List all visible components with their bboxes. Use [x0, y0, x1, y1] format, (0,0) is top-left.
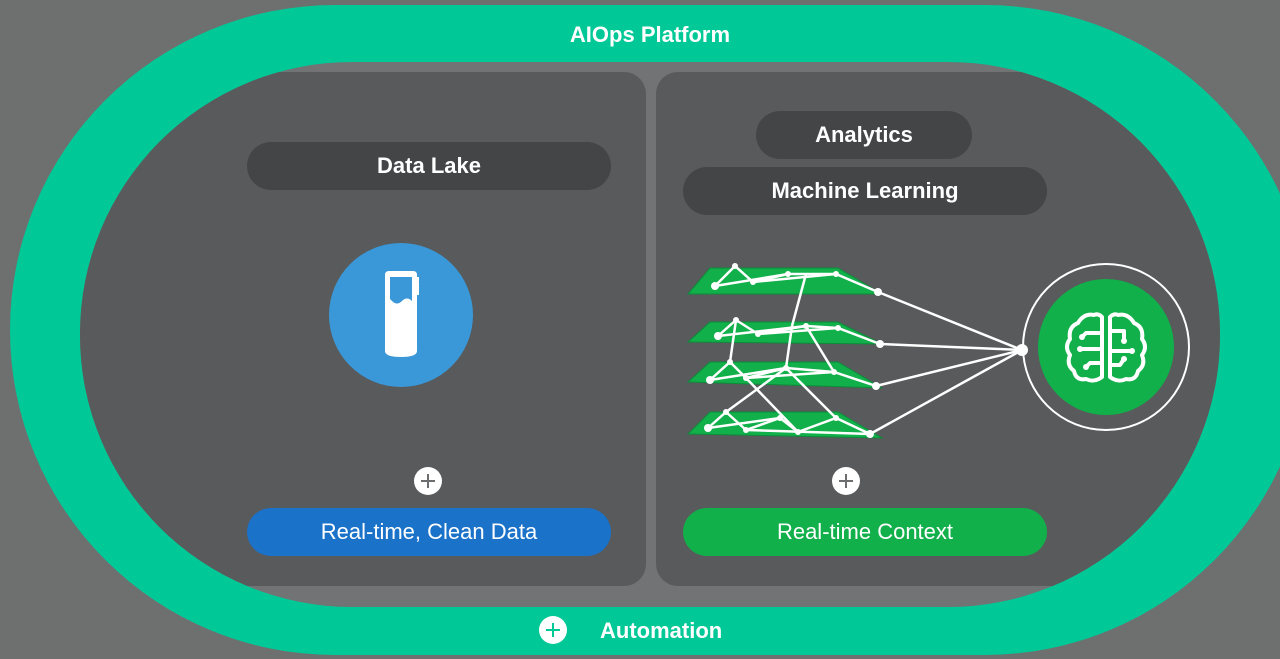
- analytics-label: Analytics: [756, 111, 972, 159]
- plus-icon: [414, 467, 442, 495]
- brain-icon: [1022, 263, 1190, 431]
- realtime-context-badge: Real-time Context: [683, 508, 1047, 556]
- plus-icon: [539, 616, 567, 644]
- neural-network-illustration: [686, 263, 1028, 439]
- machine-learning-label: Machine Learning: [683, 167, 1047, 215]
- clean-data-badge: Real-time, Clean Data: [247, 508, 611, 556]
- database-icon: [329, 243, 473, 387]
- plus-icon: [832, 467, 860, 495]
- platform-title: AIOps Platform: [569, 22, 731, 47]
- automation-label: Automation: [600, 618, 723, 643]
- data-lake-label: Data Lake: [247, 142, 611, 190]
